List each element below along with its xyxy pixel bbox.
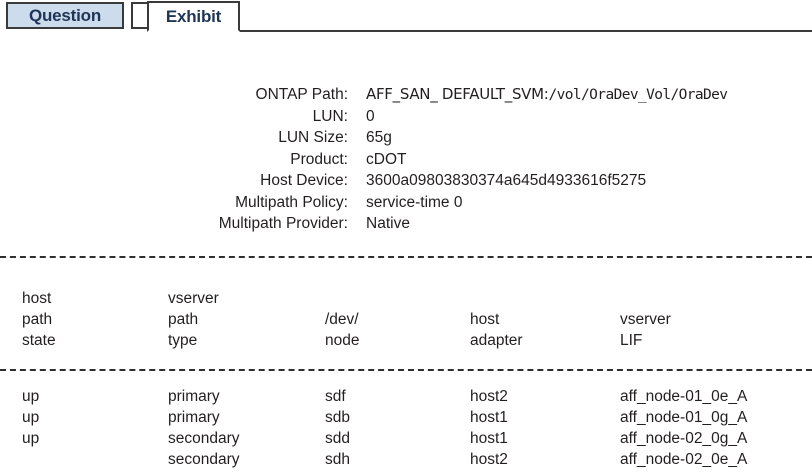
header-cell-dev-node-line2: /dev/	[325, 311, 359, 328]
separator-below-table-header	[0, 369, 812, 371]
path-table-header: host vserver path path /dev/ host vserve…	[0, 288, 812, 351]
property-value-multipath-policy: service-time 0	[366, 193, 463, 211]
cell-vserver-path-type: secondary	[168, 430, 240, 447]
cell-dev-node: sdd	[325, 430, 350, 447]
header-cell-host-adapter-line2: host	[470, 311, 500, 328]
property-label-lun: LUN:	[312, 107, 348, 125]
header-cell-vserver-path-type-line3: type	[168, 332, 198, 349]
tab-question-label: Question	[28, 5, 102, 25]
header-cell-vserver-lif-line3: LIF	[620, 332, 643, 349]
property-label-host-device: Host Device:	[260, 172, 348, 189]
header-cell-host-path-state-line2: path	[22, 311, 53, 328]
lun-properties-list: ONTAP Path: AFF_SAN_ DEFAULT_SVM:/vol/Or…	[0, 84, 812, 235]
property-value-lun-size: 65g	[366, 129, 392, 146]
table-row: up secondary sdd host1 aff_node-02_0g_A	[0, 428, 812, 449]
path-table-header-line-2: path path /dev/ host vserver	[0, 309, 812, 330]
property-label-multipath-policy: Multipath Policy:	[235, 193, 348, 211]
property-row-multipath-policy: Multipath Policy: service-time 0	[0, 192, 812, 214]
table-row: secondary sdh host2 aff_node-02_0e_A	[0, 449, 812, 470]
header-cell-vserver-path-type-line1: vserver	[168, 290, 219, 307]
ontap-path-tail: /vol/OraDev_Vol/OraDev	[548, 87, 728, 103]
cell-vserver-lif: aff_node-02_0g_A	[620, 430, 748, 447]
cell-host-path-state: up	[22, 430, 40, 447]
cell-dev-node: sdb	[325, 409, 350, 426]
cell-vserver-path-type: secondary	[168, 451, 240, 468]
path-table-header-line-3: state type node adapter LIF	[0, 330, 812, 351]
table-row: up primary sdb host1 aff_node-01_0g_A	[0, 407, 812, 428]
cell-host-adapter: host1	[470, 430, 508, 447]
property-row-lun-size: LUN Size: 65g	[0, 127, 812, 149]
tab-question[interactable]: Question	[6, 2, 124, 29]
tab-exhibit[interactable]: Exhibit	[147, 1, 240, 32]
cell-host-path-state: up	[22, 388, 40, 405]
tab-strip-baseline	[238, 30, 812, 32]
tab-exhibit-label: Exhibit	[165, 6, 222, 26]
table-row: up primary sdf host2 aff_node-01_0e_A	[0, 386, 812, 407]
cell-host-adapter: host2	[470, 388, 508, 405]
property-row-product: Product: cDOT	[0, 149, 812, 171]
path-table-header-line-1: host vserver	[0, 288, 812, 309]
cell-host-path-state: up	[22, 409, 40, 426]
property-value-host-device: 3600a09803830374a645d4933616f5275	[366, 172, 647, 189]
header-cell-host-path-state-line3: state	[22, 332, 56, 349]
path-table-body: up primary sdf host2 aff_node-01_0e_A up…	[0, 386, 812, 470]
cell-vserver-path-type: primary	[168, 388, 220, 405]
header-cell-host-path-state-line1: host	[22, 290, 52, 307]
tab-strip: Question Exhibit	[0, 0, 812, 34]
property-row-lun: LUN: 0	[0, 106, 812, 128]
property-row-multipath-provider: Multipath Provider: Native	[0, 213, 812, 235]
cell-vserver-lif: aff_node-02_0e_A	[620, 451, 748, 468]
header-cell-vserver-lif-line2: vserver	[620, 311, 671, 328]
header-cell-host-adapter-line3: adapter	[470, 332, 523, 349]
cell-vserver-path-type: primary	[168, 409, 220, 426]
property-value-multipath-provider: Native	[366, 215, 410, 232]
ontap-path-head: AFF_SAN_ DEFAULT_SVM:	[366, 85, 549, 103]
cell-host-adapter: host2	[470, 451, 508, 468]
property-value-product: cDOT	[366, 150, 407, 168]
cell-host-adapter: host1	[470, 409, 508, 426]
cell-vserver-lif: aff_node-01_0e_A	[620, 388, 748, 405]
property-value-ontap-path: AFF_SAN_ DEFAULT_SVM:/vol/OraDev_Vol/Ora…	[348, 84, 728, 107]
header-cell-dev-node-line3: node	[325, 332, 360, 349]
property-label-lun-size: LUN Size:	[278, 129, 348, 146]
property-value-lun: 0	[366, 107, 375, 125]
property-label-product: Product:	[290, 150, 348, 168]
header-cell-vserver-path-type-line2: path	[168, 311, 199, 328]
cell-dev-node: sdh	[325, 451, 350, 468]
property-row-host-device: Host Device: 3600a09803830374a645d493361…	[0, 170, 812, 192]
property-label-multipath-provider: Multipath Provider:	[218, 215, 348, 232]
separator-above-table-header	[0, 256, 812, 258]
cell-vserver-lif: aff_node-01_0g_A	[620, 409, 748, 426]
property-label-ontap-path: ONTAP Path:	[255, 86, 348, 103]
cell-dev-node: sdf	[325, 388, 346, 405]
property-row-ontap-path: ONTAP Path: AFF_SAN_ DEFAULT_SVM:/vol/Or…	[0, 84, 812, 106]
